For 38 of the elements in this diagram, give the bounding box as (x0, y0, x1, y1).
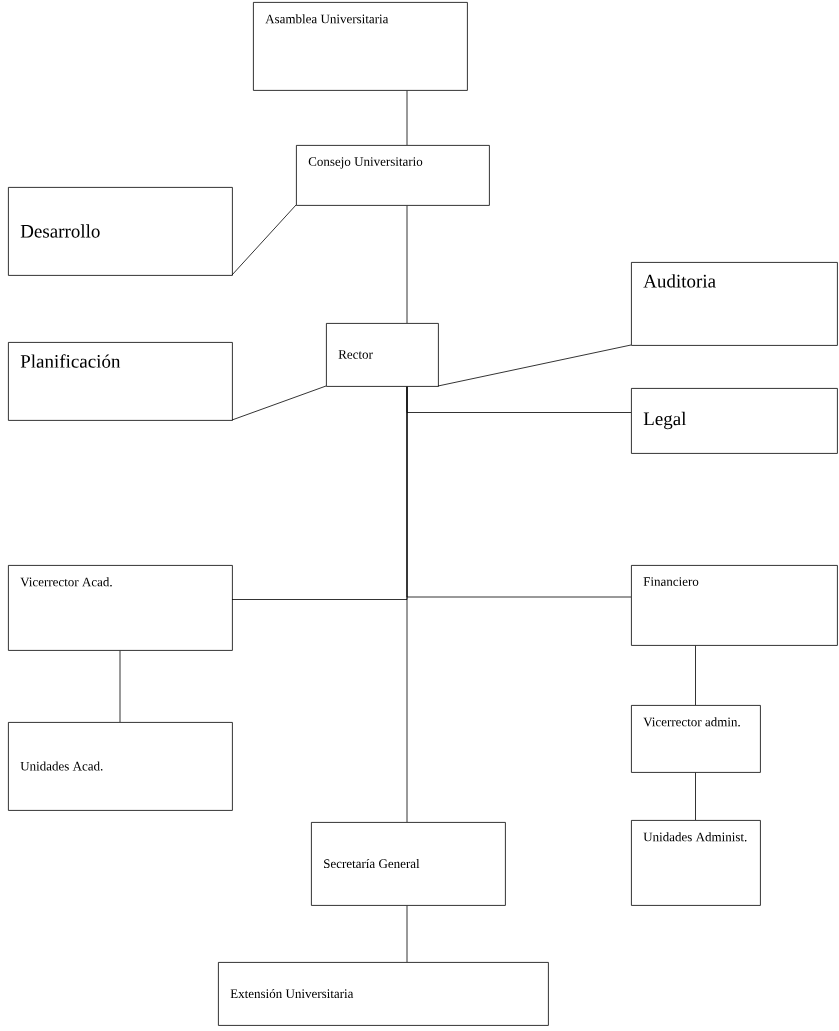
box-label: Vicerrector admin. (643, 717, 740, 727)
box-label: Financiero (643, 577, 699, 586)
org-box (253, 2, 468, 91)
connector-line (406, 386, 632, 598)
box-label: Desarrollo (20, 224, 100, 238)
box-label: Unidades Acad. (20, 761, 103, 771)
org-box (631, 388, 838, 454)
connector-line (231, 204, 297, 276)
box-label: Rector (338, 350, 373, 359)
connector-line (406, 90, 408, 146)
connector-line (695, 772, 696, 821)
org-box (218, 962, 549, 1026)
box-label: Extensión Universitaria (230, 988, 354, 999)
box-label: Legal (643, 411, 687, 430)
box-label: Unidades Administ. (643, 832, 747, 842)
org-box (631, 262, 838, 346)
org-box (311, 822, 506, 906)
box-label: Vicerrector Acad. (20, 577, 112, 587)
org-box (631, 565, 838, 646)
connector-line (231, 385, 327, 421)
org-box (296, 145, 490, 206)
org-box (326, 323, 439, 387)
org-box (631, 820, 761, 906)
box-label: Auditoria (643, 274, 716, 288)
connector-line (695, 645, 696, 706)
connector-line (406, 905, 408, 963)
org-box (8, 722, 233, 811)
org-box (8, 342, 233, 421)
box-label: Planificación (20, 354, 121, 368)
box-label: Secretaría General (324, 858, 420, 869)
org-box (631, 705, 761, 773)
connector-line (119, 650, 121, 723)
connector-line (406, 205, 408, 324)
org-box (8, 565, 233, 651)
org-box (8, 187, 233, 276)
box-label: Consejo Universitario (308, 157, 423, 169)
connector-line (437, 344, 632, 387)
box-label: Asamblea Universitaria (265, 14, 389, 24)
